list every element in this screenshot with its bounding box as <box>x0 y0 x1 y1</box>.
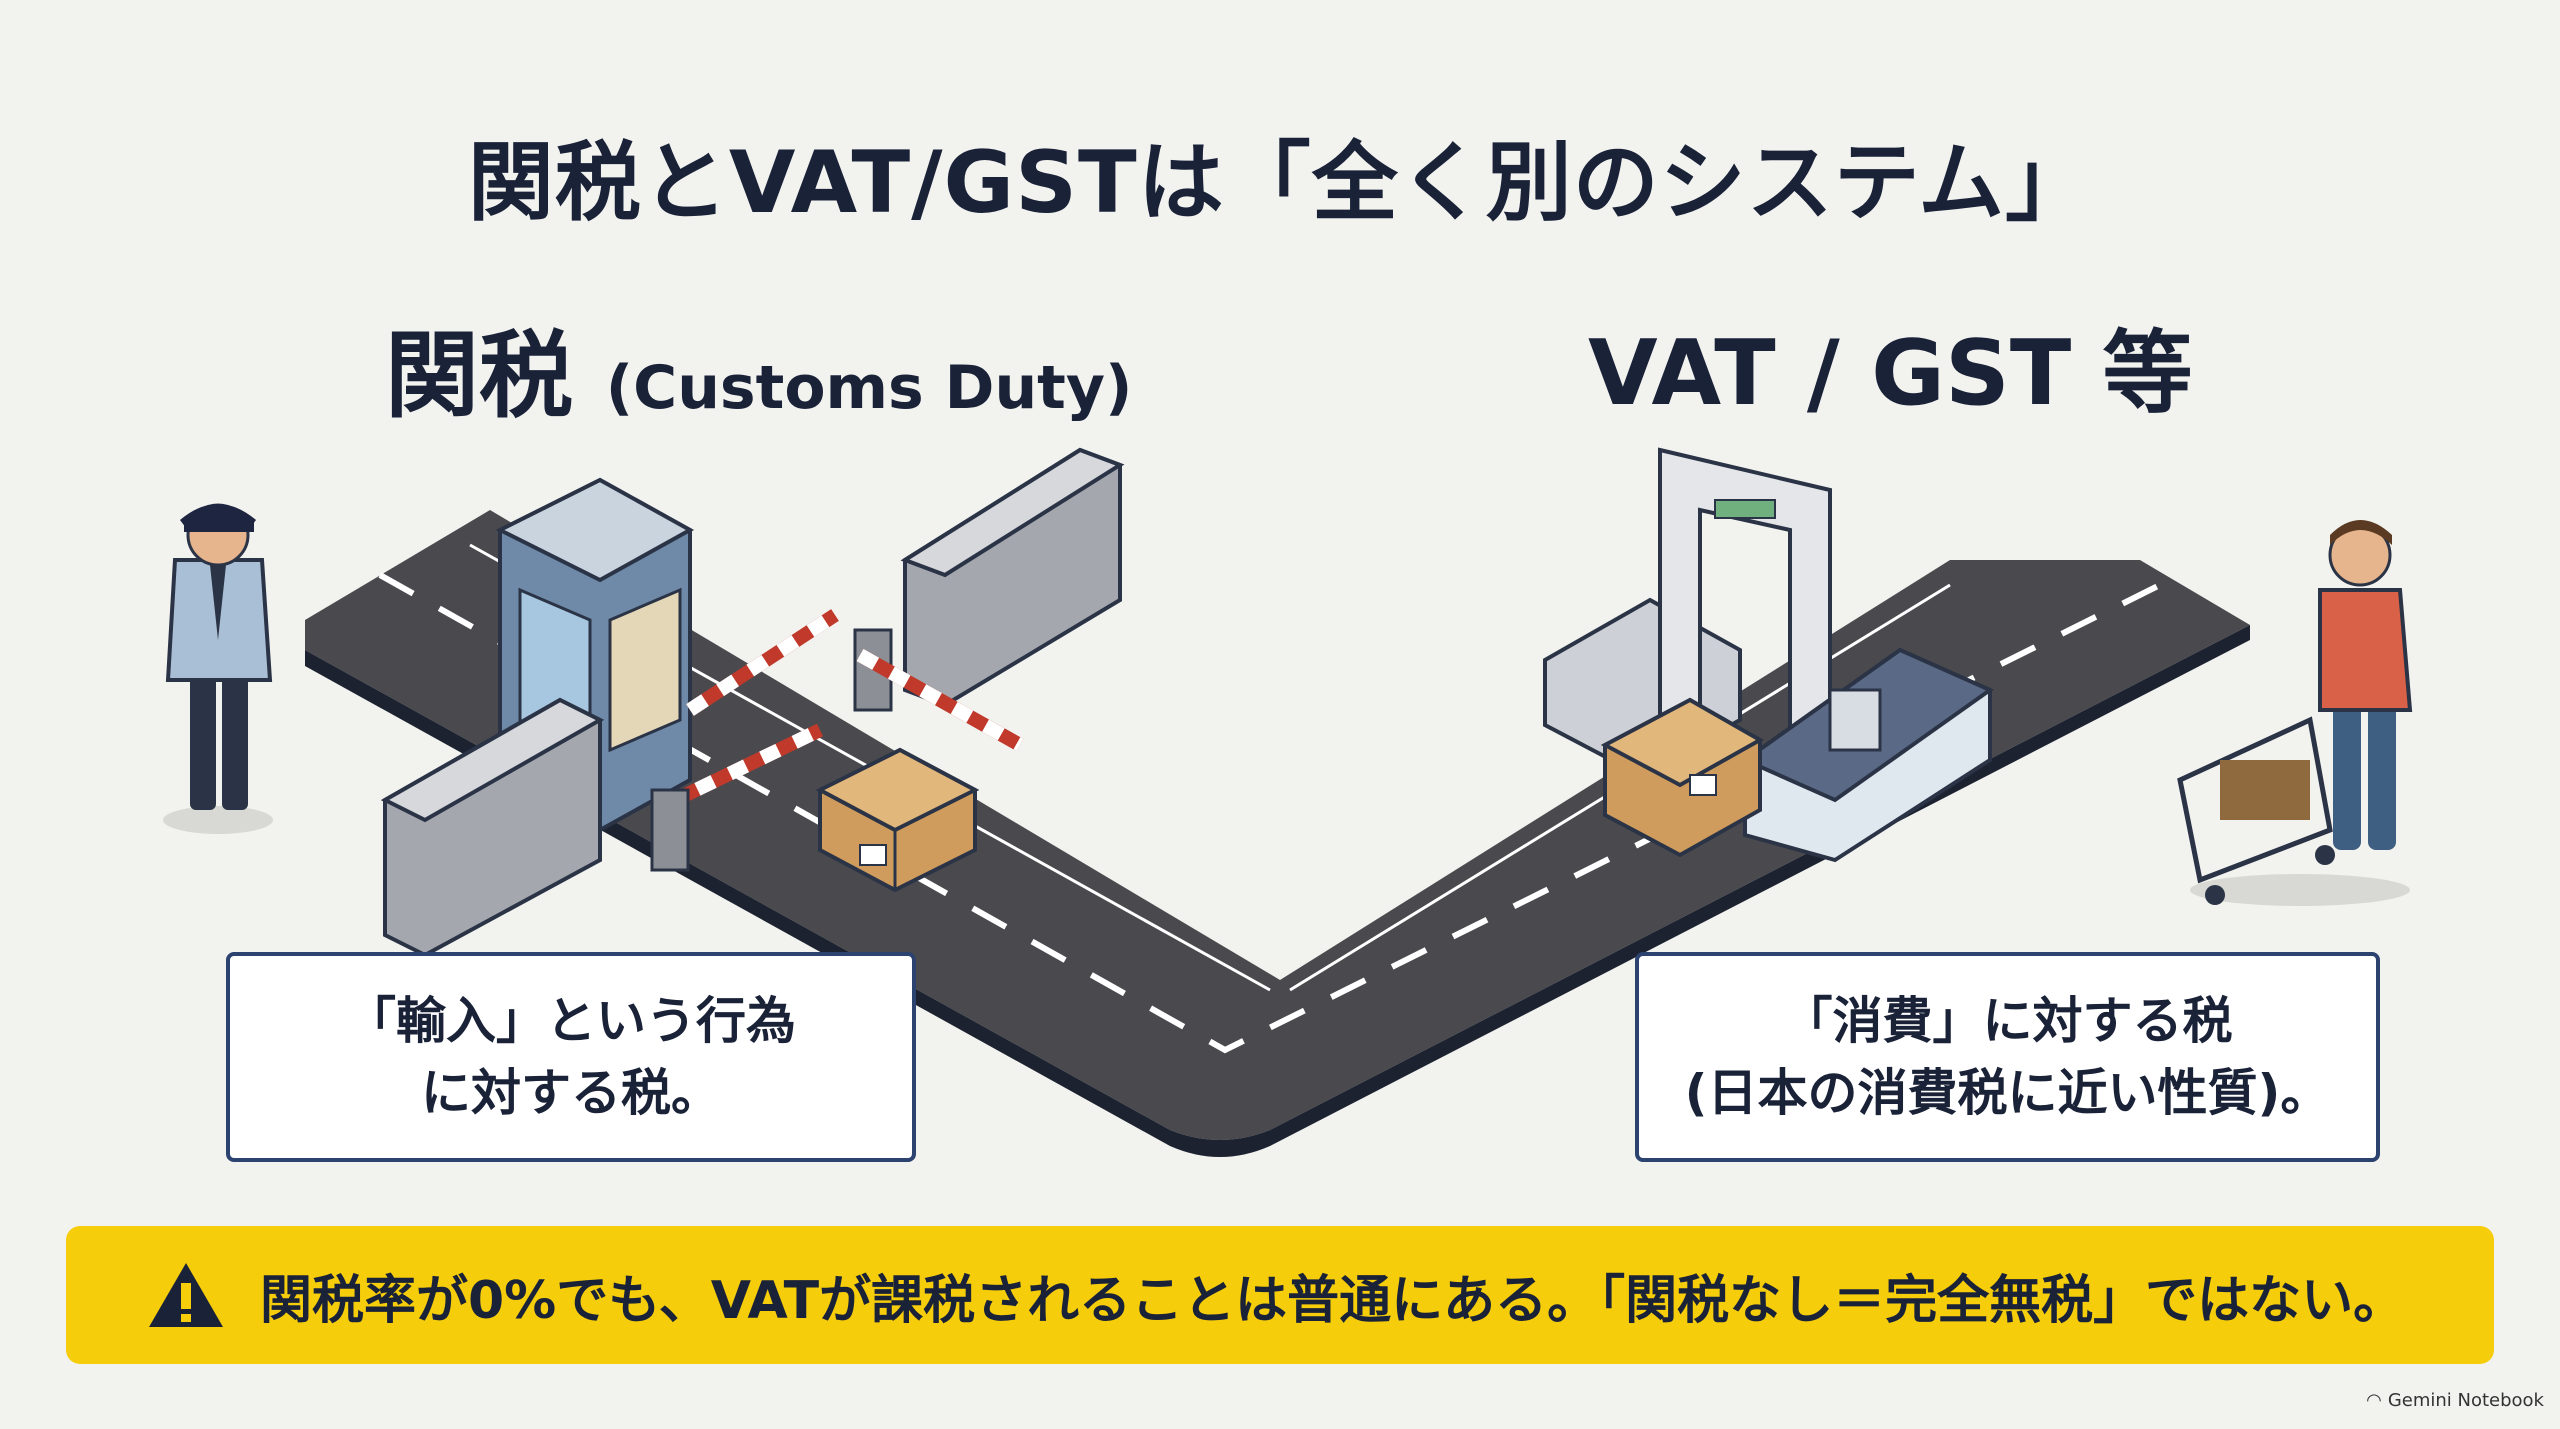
customs-description-line2: に対する税。 <box>421 1064 721 1122</box>
watermark-text: Gemini Notebook <box>2387 1390 2544 1411</box>
customs-heading: 関税 (Customs Duty) <box>385 300 1132 436</box>
warning-banner: 関税率が0%でも、VATが課税されることは普通にある。「関税なし＝完全無税」では… <box>66 1226 2494 1364</box>
customs-barriers <box>650 609 1024 872</box>
customs-heading-main: 関税 <box>385 322 574 431</box>
watermark: ◠ Gemini Notebook <box>2366 1390 2544 1411</box>
package-customs <box>815 747 980 893</box>
customs-officer <box>163 503 273 834</box>
package-consumption <box>1600 697 1765 858</box>
customs-heading-sub: (Customs Duty) <box>605 353 1133 423</box>
vat-description-box: 「消費」に対する税 (日本の消費税に近い性質)。 <box>1635 952 2380 1162</box>
shopper <box>2177 520 2413 906</box>
vat-description-line2: (日本の消費税に近い性質)。 <box>1684 1064 2331 1122</box>
customs-description-box: 「輸入」という行為 に対する税。 <box>226 952 916 1162</box>
gemini-logo-icon: ◠ <box>2366 1390 2382 1411</box>
page-title: 関税とVAT/GSTは「全く別のシステム」 <box>467 133 2093 233</box>
vat-description-line1: 「消費」に対する税 <box>1782 992 2233 1050</box>
warning-icon <box>149 1263 223 1327</box>
vat-heading: VAT / GST 等 <box>1588 321 2193 426</box>
checkout-counter <box>1740 647 1995 863</box>
customs-walls <box>380 447 1125 958</box>
warning-text: 関税率が0%でも、VATが課税されることは普通にある。「関税なし＝完全無税」では… <box>260 1270 2406 1331</box>
customs-description-line1: 「輸入」という行為 <box>346 992 796 1050</box>
